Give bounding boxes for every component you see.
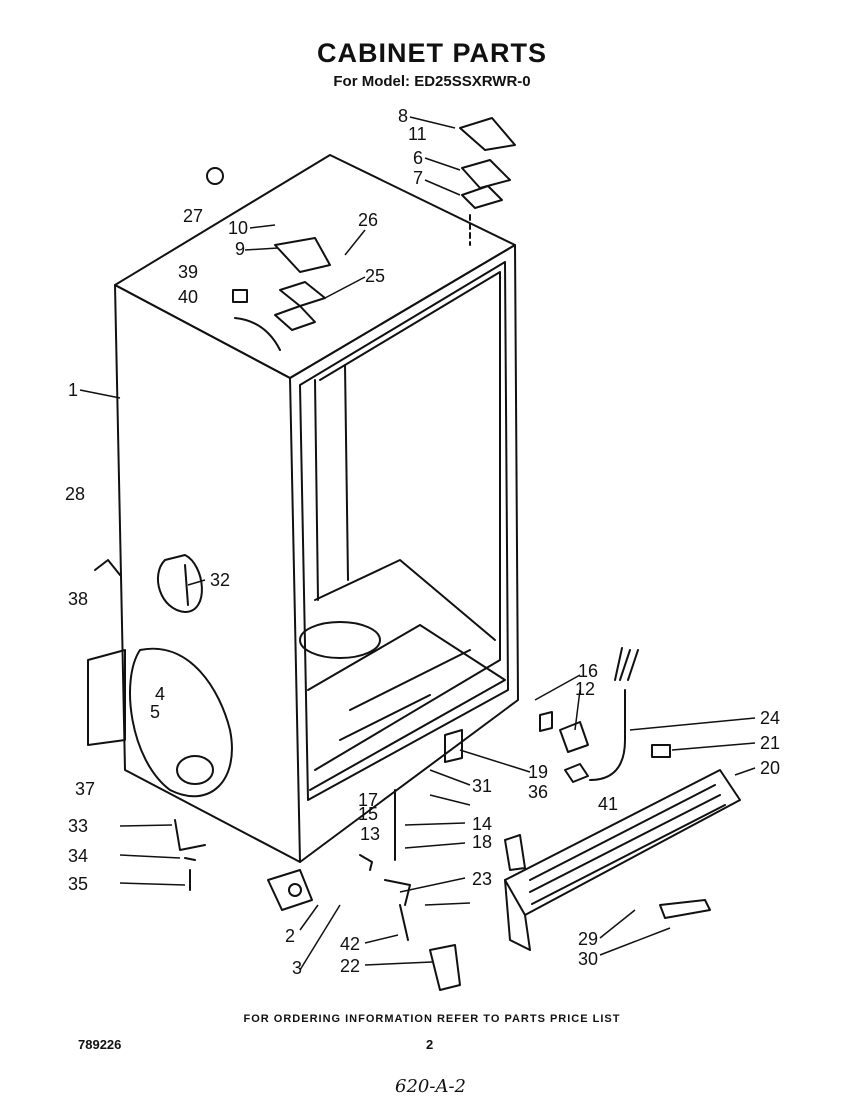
callout-20: 20: [760, 758, 780, 778]
grille-screw-30: [659, 899, 711, 919]
callout-27: 27: [183, 206, 203, 226]
callout-26: 26: [358, 210, 378, 230]
callout-3: 3: [292, 958, 302, 978]
cabinet-top: [114, 154, 516, 379]
callout-8: 8: [398, 106, 408, 126]
relay-cover-37: [87, 649, 126, 746]
callout-15: 15: [358, 804, 378, 824]
callout-16: 16: [578, 661, 598, 681]
plug-32: [156, 554, 203, 613]
cabinet-side: [114, 284, 301, 863]
callout-33: 33: [68, 816, 88, 836]
callout-24: 24: [760, 708, 780, 728]
callout-2: 2: [285, 926, 295, 946]
liner-shelf: [314, 559, 496, 641]
callout-30: 30: [578, 949, 598, 969]
callout-4: 4: [155, 684, 165, 704]
callout-31: 31: [472, 776, 492, 796]
callout-9: 9: [235, 239, 245, 259]
callout-22: 22: [340, 956, 360, 976]
callout-11: 11: [408, 124, 427, 144]
liner-floor: [307, 624, 506, 791]
water-valve-24: [589, 689, 626, 781]
callout-7: 7: [413, 168, 423, 188]
model-subtitle: For Model: ED25SSXRWR-0: [333, 73, 531, 90]
callout-34: 34: [68, 846, 88, 866]
cabinet-liner-back: [314, 271, 501, 771]
callout-36: 36: [528, 782, 548, 802]
callout-5: 5: [150, 702, 160, 722]
liner-drain: [299, 621, 381, 659]
callout-39: 39: [178, 262, 198, 282]
callout-29: 29: [578, 929, 598, 949]
bottom-hinge-left: [267, 869, 313, 911]
callout-12: 12: [575, 679, 595, 699]
callout-32: 32: [210, 570, 230, 590]
mullion-left: [314, 364, 349, 601]
callout-25: 25: [365, 266, 385, 286]
callout-38: 38: [68, 589, 88, 609]
callout-28: 28: [65, 484, 85, 504]
cabinet-inner-rim: [299, 261, 509, 801]
callout-23: 23: [472, 869, 492, 889]
callout-37: 37: [75, 779, 95, 799]
handwritten-annotation: 620-A-2: [395, 1076, 466, 1097]
callout-35: 35: [68, 874, 88, 894]
document-number: 789226: [78, 1037, 122, 1052]
callout-41: 41: [598, 794, 618, 814]
callout-6: 6: [413, 148, 423, 168]
hinge-cover-left: [274, 237, 331, 273]
callout-1: 1: [68, 380, 78, 400]
callout-10: 10: [228, 218, 248, 238]
bottom-hinge-center: [429, 944, 461, 991]
compressor-cutout: [129, 647, 233, 798]
diagram-title: CABINET PARTS: [316, 38, 547, 68]
ordering-note: FOR ORDERING INFORMATION REFER TO PARTS …: [243, 1013, 621, 1025]
callout-21: 21: [760, 733, 780, 753]
callout-17: 17: [358, 790, 378, 810]
callout-14: 14: [472, 814, 492, 834]
callout-19: 19: [528, 762, 548, 782]
callout-18: 18: [472, 832, 492, 852]
callout-42: 42: [340, 934, 360, 954]
callout-40: 40: [178, 287, 198, 307]
toe-grille-20: [504, 769, 741, 916]
callout-13: 13: [360, 824, 380, 844]
cabinet-front-rim: [289, 244, 519, 863]
page-number: 2: [426, 1037, 434, 1052]
hinge-cover-right: [459, 117, 516, 151]
